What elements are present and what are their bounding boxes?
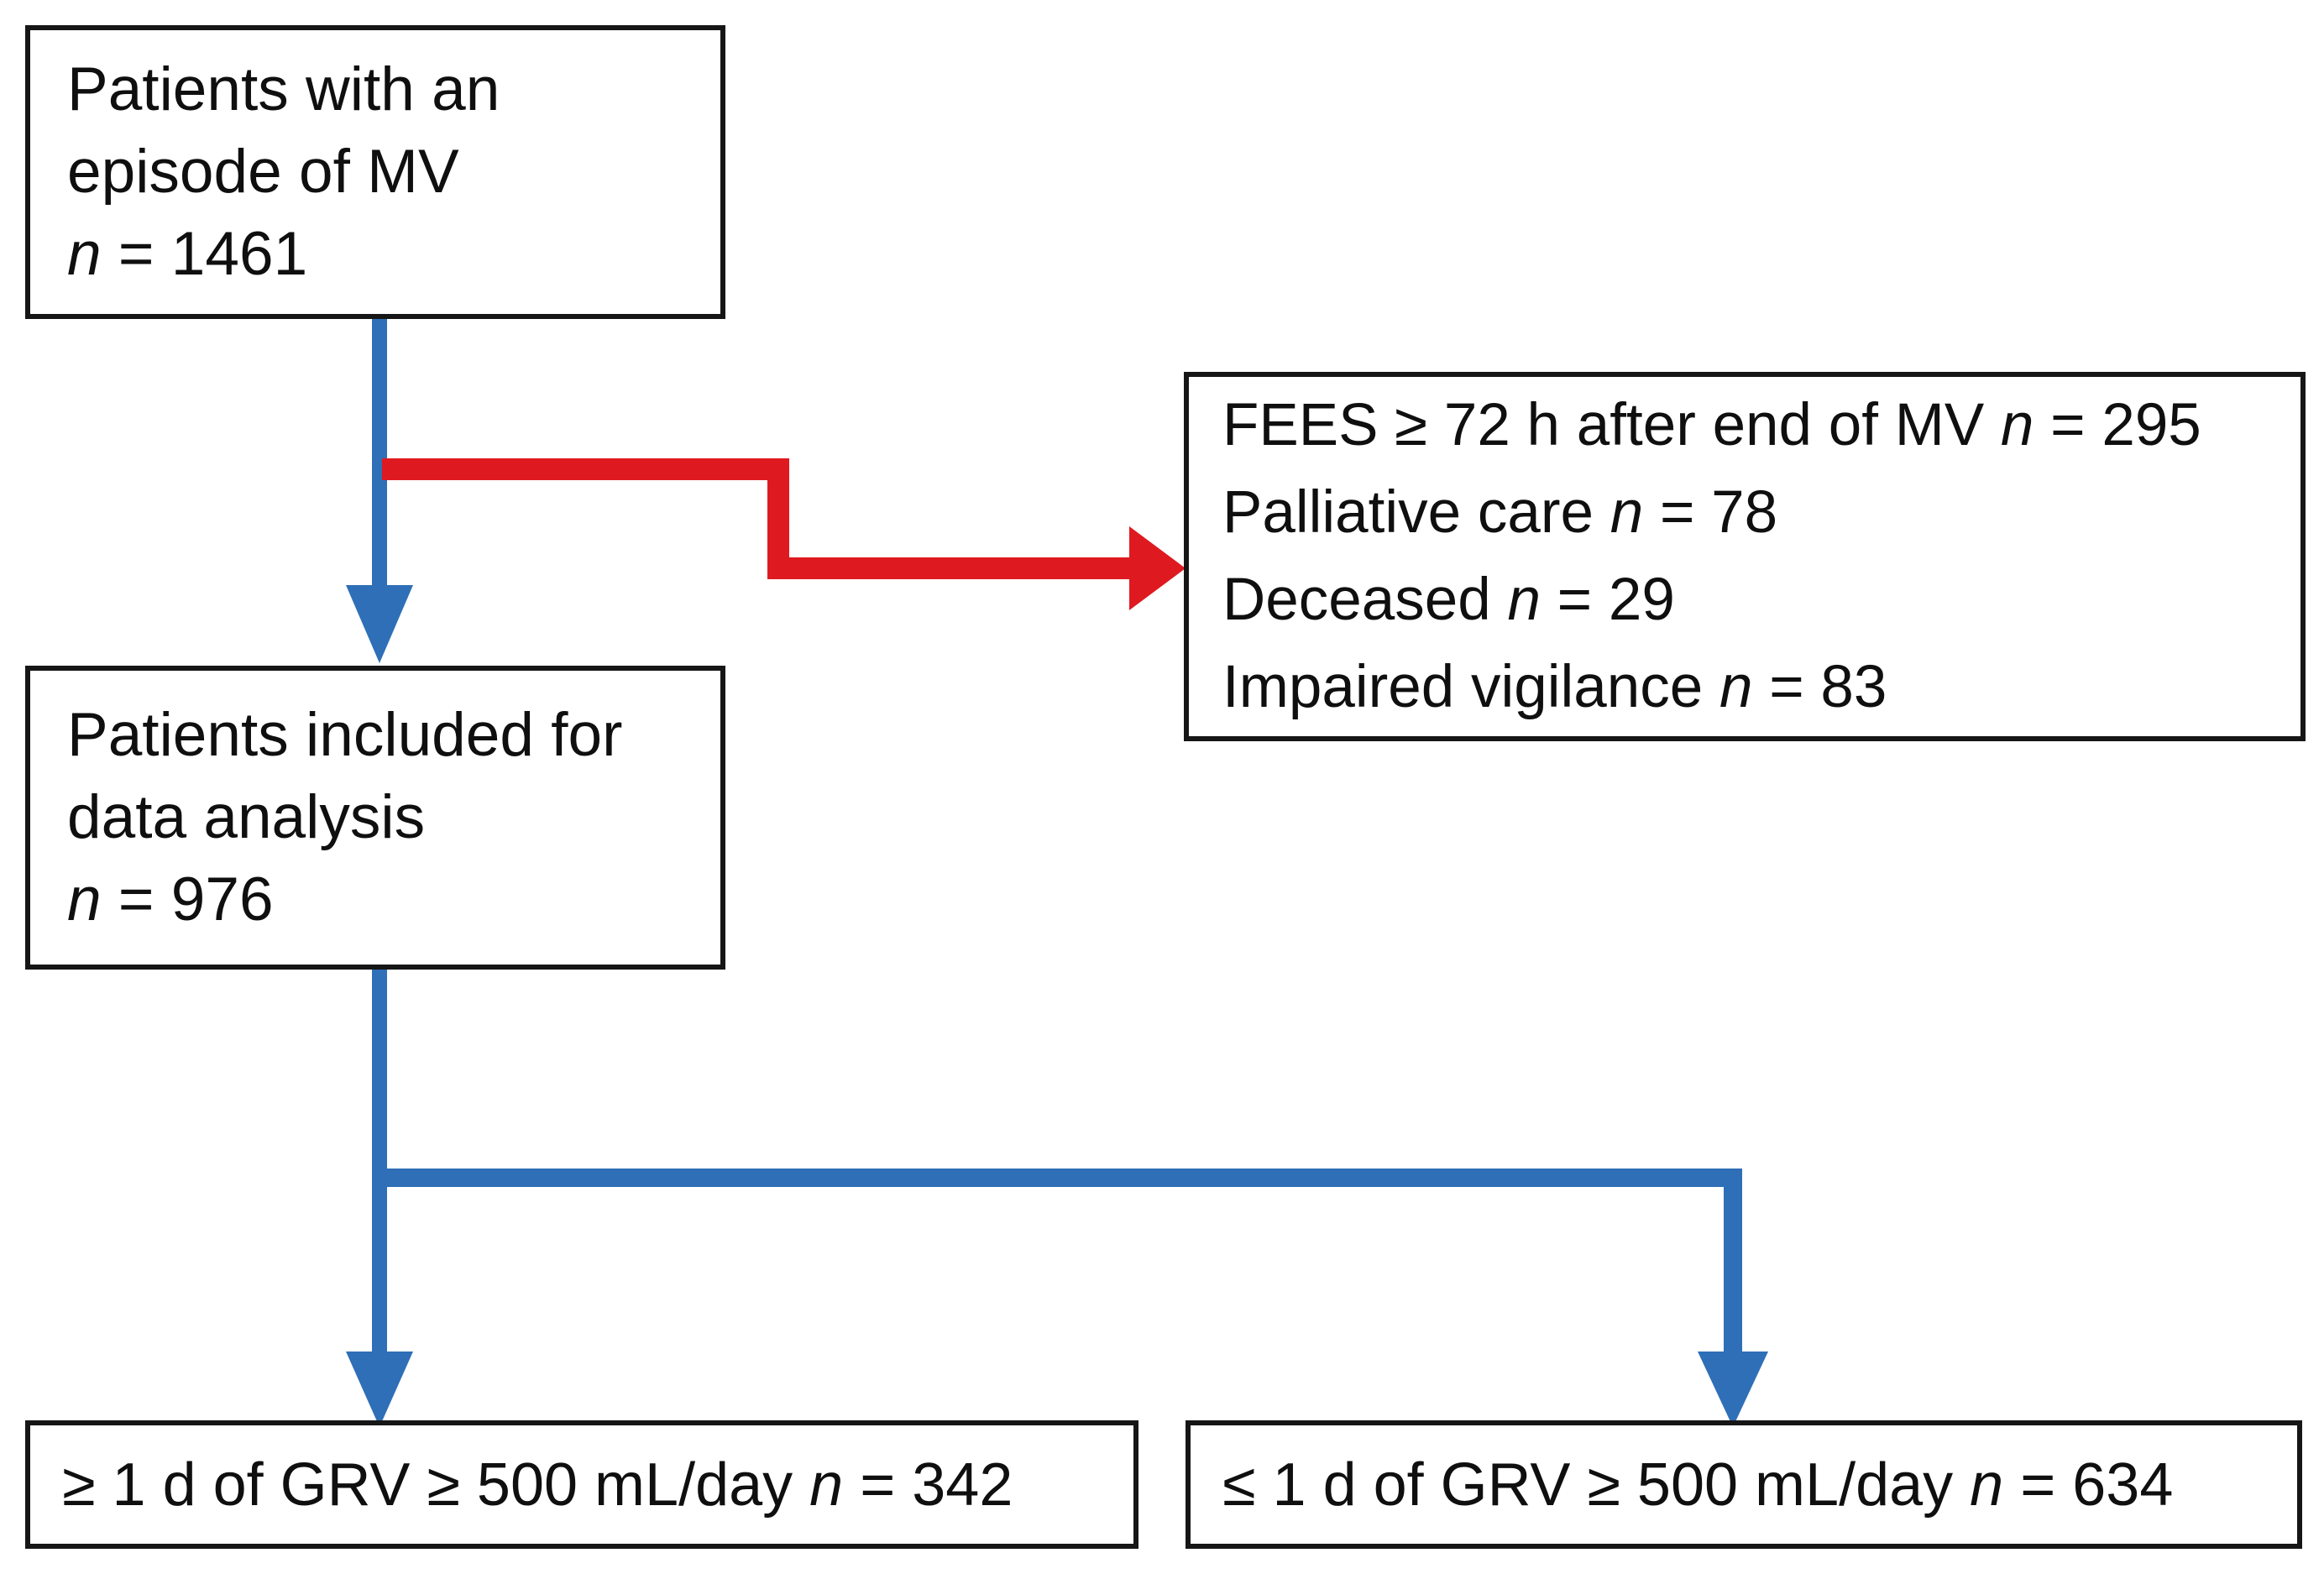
- branch-line-horizontal: [372, 1169, 1742, 1187]
- box-grv-le-1-day: ≤ 1 d of GRV ≥ 500 mL/day n = 634: [1186, 1420, 2302, 1549]
- text-line: episode of MV: [67, 138, 459, 206]
- arrow-branch-to-grv-low: [1698, 1169, 1768, 1427]
- text-line: n = 1461: [67, 220, 308, 288]
- text-line: Patients included for: [67, 701, 623, 769]
- box-included-for-analysis: Patients included for data analysis n = 97…: [25, 666, 725, 970]
- arrow-source-to-included: [346, 317, 413, 663]
- text-line: Deceased n = 29: [1222, 567, 1675, 633]
- text-line: Palliative care n = 78: [1222, 479, 1778, 546]
- box-patients-with-mv: Patients with an episode of MV n = 1461: [25, 25, 725, 319]
- text-line: ≤ 1 d of GRV ≥ 500 mL/day n = 634: [1222, 1451, 2174, 1519]
- text-line: n = 976: [67, 865, 274, 933]
- text-line: Patients with an: [67, 55, 500, 123]
- arrow-included-to-grv-high: [346, 968, 413, 1427]
- text-line: data analysis: [67, 783, 426, 851]
- text-line: ≥ 1 d of GRV ≥ 500 mL/day n = 342: [62, 1451, 1013, 1519]
- arrow-to-excluded: [382, 458, 1186, 610]
- text-line: FEES ≥ 72 h after end of MV n = 295: [1222, 392, 2201, 458]
- text-line: Impaired vigilance n = 83: [1222, 654, 1887, 720]
- box-grv-ge-1-day: ≥ 1 d of GRV ≥ 500 mL/day n = 342: [25, 1420, 1138, 1549]
